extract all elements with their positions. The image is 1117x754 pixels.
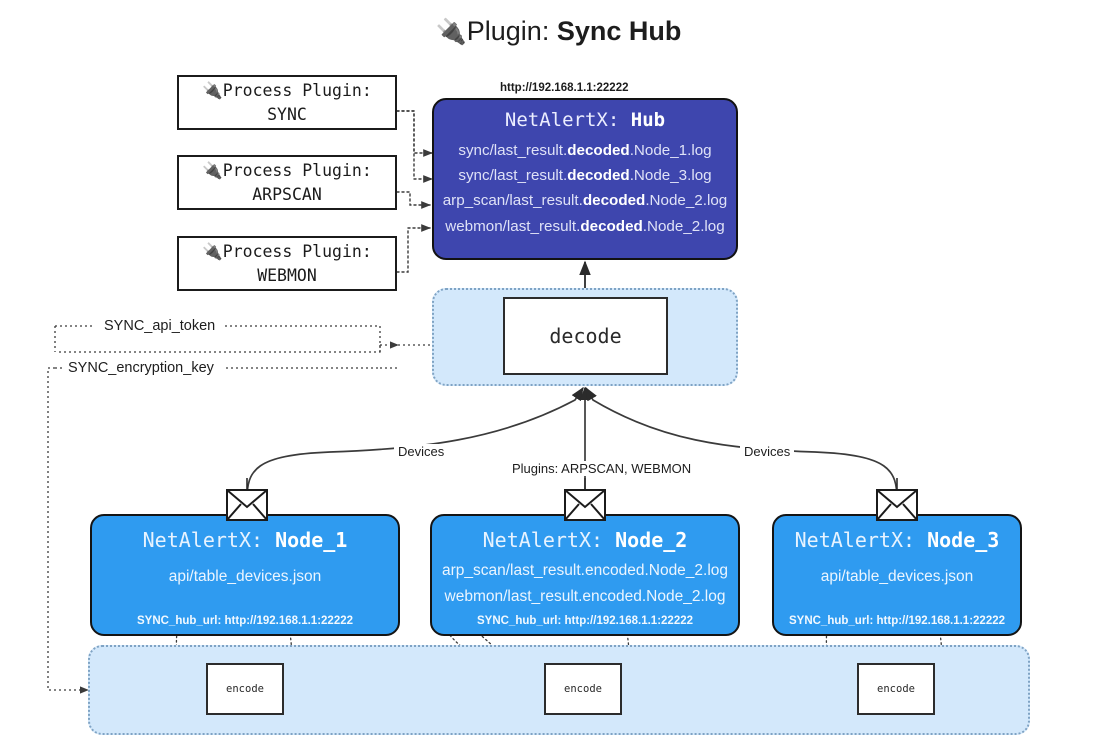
hub-log-1: sync/last_result.decoded.Node_1.log: [458, 142, 712, 159]
node-2-title: NetAlertX: Node_2: [482, 528, 688, 552]
plug-icon: 🔌: [202, 160, 223, 180]
node-card-node-2[interactable]: NetAlertX: Node_2 arp_scan/last_result.e…: [430, 514, 740, 636]
process-plugin-sync-line2: SYNC: [267, 104, 307, 124]
hub-title: NetAlertX: Hub: [434, 109, 736, 131]
node-1-footer: SYNC_hub_url: http://192.168.1.1:22222: [136, 615, 354, 627]
hub-title-name: Hub: [630, 109, 666, 131]
node-1-title: NetAlertX: Node_1: [142, 528, 348, 552]
process-plugin-arpscan-line2: ARPSCAN: [252, 184, 322, 204]
plugins-middle-label: Plugins: ARPSCAN, WEBMON: [508, 461, 696, 476]
encode-box-3[interactable]: encode: [857, 663, 935, 715]
process-plugin-webmon-line2: WEBMON: [257, 265, 317, 285]
sync-encryption-key-label: SYNC_encryption_key: [64, 360, 218, 376]
node-card-node-1[interactable]: NetAlertX: Node_1 api/table_devices.json…: [90, 514, 400, 636]
node-3-line-1: api/table_devices.json: [820, 568, 974, 585]
hub-log-4: webmon/last_result.decoded.Node_2.log: [445, 217, 725, 235]
devices-left-label: Devices: [394, 444, 449, 459]
node-card-node-3[interactable]: NetAlertX: Node_3 api/table_devices.json…: [772, 514, 1022, 636]
page-title: 🔌Plugin: Sync Hub: [0, 16, 1117, 47]
title-name: Sync Hub: [556, 16, 682, 46]
hub-log-2: sync/last_result.decoded.Node_3.log: [458, 167, 712, 185]
title-prefix: Plugin:: [466, 16, 557, 46]
node-2-line-2: webmon/last_result.encoded.Node_2.log: [444, 587, 726, 605]
hub-url: http://192.168.1.1:22222: [500, 78, 629, 96]
node-1-line-1: api/table_devices.json: [168, 568, 322, 585]
envelope-icon: [564, 489, 606, 526]
encode-box-1[interactable]: encode: [206, 663, 284, 715]
encode-box-2[interactable]: encode: [544, 663, 622, 715]
plug-icon: 🔌: [435, 18, 467, 46]
node-3-footer: SYNC_hub_url: http://192.168.1.1:22222: [788, 615, 1006, 627]
plug-icon: 🔌: [202, 241, 223, 261]
node-3-title: NetAlertX: Node_3: [794, 528, 1000, 552]
process-plugin-webmon[interactable]: 🔌Process Plugin: WEBMON: [177, 236, 397, 291]
envelope-icon: [226, 489, 268, 526]
process-plugin-sync-line1: 🔌Process Plugin:: [202, 80, 372, 100]
hub-card[interactable]: NetAlertX: Hub sync/last_result.decoded.…: [432, 98, 738, 260]
process-plugin-webmon-line1: 🔌Process Plugin:: [202, 241, 372, 261]
decode-box[interactable]: decode: [503, 297, 668, 375]
hub-title-prefix: NetAlertX:: [504, 109, 631, 131]
hub-url-text: http://192.168.1.1:22222: [500, 82, 629, 94]
plug-icon: 🔌: [202, 80, 223, 100]
sync-api-token-label: SYNC_api_token: [100, 318, 220, 334]
node-2-footer: SYNC_hub_url: http://192.168.1.1:22222: [476, 615, 694, 627]
process-plugin-arpscan[interactable]: 🔌Process Plugin: ARPSCAN: [177, 155, 397, 210]
node-2-line-1: arp_scan/last_result.encoded.Node_2.log: [441, 562, 729, 579]
devices-right-label: Devices: [740, 444, 795, 459]
process-plugin-sync[interactable]: 🔌Process Plugin: SYNC: [177, 75, 397, 130]
process-plugin-arpscan-line1: 🔌Process Plugin:: [202, 160, 372, 180]
hub-log-3: arp_scan/last_result.decoded.Node_2.log: [442, 192, 728, 210]
envelope-icon: [876, 489, 918, 526]
